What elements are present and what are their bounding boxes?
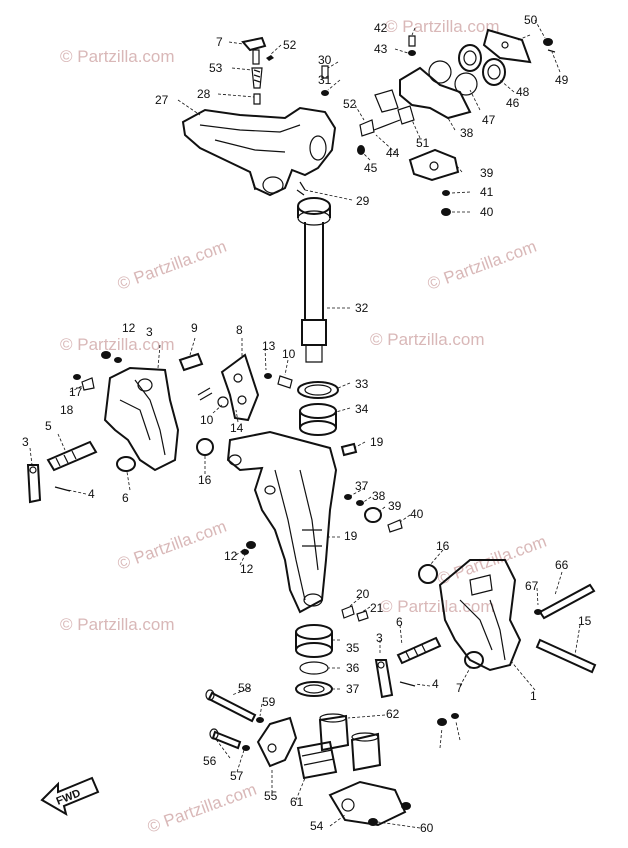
part-label: 10 (282, 347, 296, 361)
steering-shaft (297, 197, 331, 363)
part-label: 45 (364, 161, 378, 175)
leader-lines (29, 19, 581, 829)
part-label: 34 (355, 402, 369, 416)
clamp-bracket-left (26, 351, 180, 504)
part-label: 3 (22, 435, 29, 449)
part-label: 44 (386, 146, 400, 160)
watermark: © Partzilla.com (115, 237, 229, 294)
part-label: 58 (238, 681, 252, 695)
part-label: 9 (191, 321, 198, 335)
part-label: 12 (122, 321, 136, 335)
trim-parts-top-right (357, 28, 556, 216)
part-label: 7 (216, 35, 223, 49)
part-label: 55 (264, 789, 278, 803)
watermark: © Partzilla.com (370, 330, 485, 349)
part-label: 61 (290, 795, 304, 809)
part-label: 21 (370, 601, 384, 615)
part-label: 52 (343, 97, 357, 111)
part-label: 46 (506, 96, 520, 110)
part-label: 36 (346, 661, 360, 675)
part-label: 33 (355, 377, 369, 391)
part-label: 16 (198, 473, 212, 487)
part-label: 37 (355, 479, 369, 493)
watermark: © Partzilla.com (385, 17, 500, 36)
part-label: 3 (146, 325, 153, 339)
part-label: 32 (355, 301, 369, 315)
part-label: 15 (578, 614, 592, 628)
part-label: 31 (318, 73, 332, 87)
part-label: 6 (122, 491, 129, 505)
part-label: 39 (480, 166, 494, 180)
part-label: 12 (240, 562, 254, 576)
part-label: 37 (346, 682, 360, 696)
watermark: © Partzilla.com (60, 615, 175, 634)
part-label: 4 (432, 677, 439, 691)
part-label: 41 (480, 185, 494, 199)
part-label: 27 (155, 93, 169, 107)
fwd-direction-arrow: FWD (40, 776, 100, 817)
part-label: 13 (262, 339, 276, 353)
part-label: 52 (283, 38, 297, 52)
part-label: 5 (45, 419, 52, 433)
part-label: 19 (344, 529, 358, 543)
swivel-bracket (226, 430, 338, 614)
part-label: 19 (370, 435, 384, 449)
part-label: 12 (224, 549, 238, 563)
watermark: © Partzilla.com (60, 335, 175, 354)
part-label: 35 (346, 641, 360, 655)
part-label: 14 (230, 421, 244, 435)
part-label: 57 (230, 769, 244, 783)
part-label: 43 (374, 42, 388, 56)
watermarks: © Partzilla.com © Partzilla.com © Partzi… (60, 17, 549, 837)
part-label: 48 (516, 85, 530, 99)
part-label: 49 (555, 73, 569, 87)
part-label: 59 (262, 695, 276, 709)
lower-mount-parts (295, 624, 333, 697)
part-label: 10 (200, 413, 214, 427)
small-parts-middle (178, 352, 403, 622)
part-label: 51 (416, 136, 430, 150)
watermark: © Partzilla.com (115, 517, 229, 574)
part-label: 66 (555, 558, 569, 572)
part-label: 28 (197, 87, 211, 101)
part-label: 4 (88, 487, 95, 501)
part-labels: 7 52 53 28 27 30 31 29 32 33 34 42 43 50… (22, 13, 592, 835)
part-label: 40 (480, 205, 494, 219)
part-label: 53 (209, 61, 223, 75)
watermark: © Partzilla.com (60, 47, 175, 66)
part-label: 29 (356, 194, 370, 208)
part-label: 42 (374, 21, 388, 35)
part-label: 40 (410, 507, 424, 521)
watermark: © Partzilla.com (380, 597, 495, 616)
part-label: 50 (524, 13, 538, 27)
part-label: 18 (60, 403, 74, 417)
part-label: 17 (69, 385, 83, 399)
part-label: 67 (525, 579, 539, 593)
watermark: © Partzilla.com (145, 780, 259, 837)
bushings (297, 381, 339, 436)
part-label: 3 (376, 631, 383, 645)
part-label: 39 (388, 499, 402, 513)
part-label: 6 (396, 615, 403, 629)
watermark: © Partzilla.com (425, 237, 539, 294)
part-label: 56 (203, 754, 217, 768)
part-label: 60 (420, 821, 434, 835)
part-label: 47 (482, 113, 496, 127)
part-label: 62 (386, 707, 400, 721)
part-label: 30 (318, 53, 332, 67)
part-label: 20 (356, 587, 370, 601)
lower-parts (205, 689, 411, 827)
part-label: 54 (310, 819, 324, 833)
part-label: 16 (436, 539, 450, 553)
part-label: 38 (460, 126, 474, 140)
part-label: 7 (456, 681, 463, 695)
clamp-bracket-right (374, 559, 597, 726)
part-label: 38 (372, 489, 386, 503)
part-label: 8 (236, 323, 243, 337)
part-label: 1 (530, 689, 537, 703)
steering-arm-assembly (181, 36, 337, 197)
